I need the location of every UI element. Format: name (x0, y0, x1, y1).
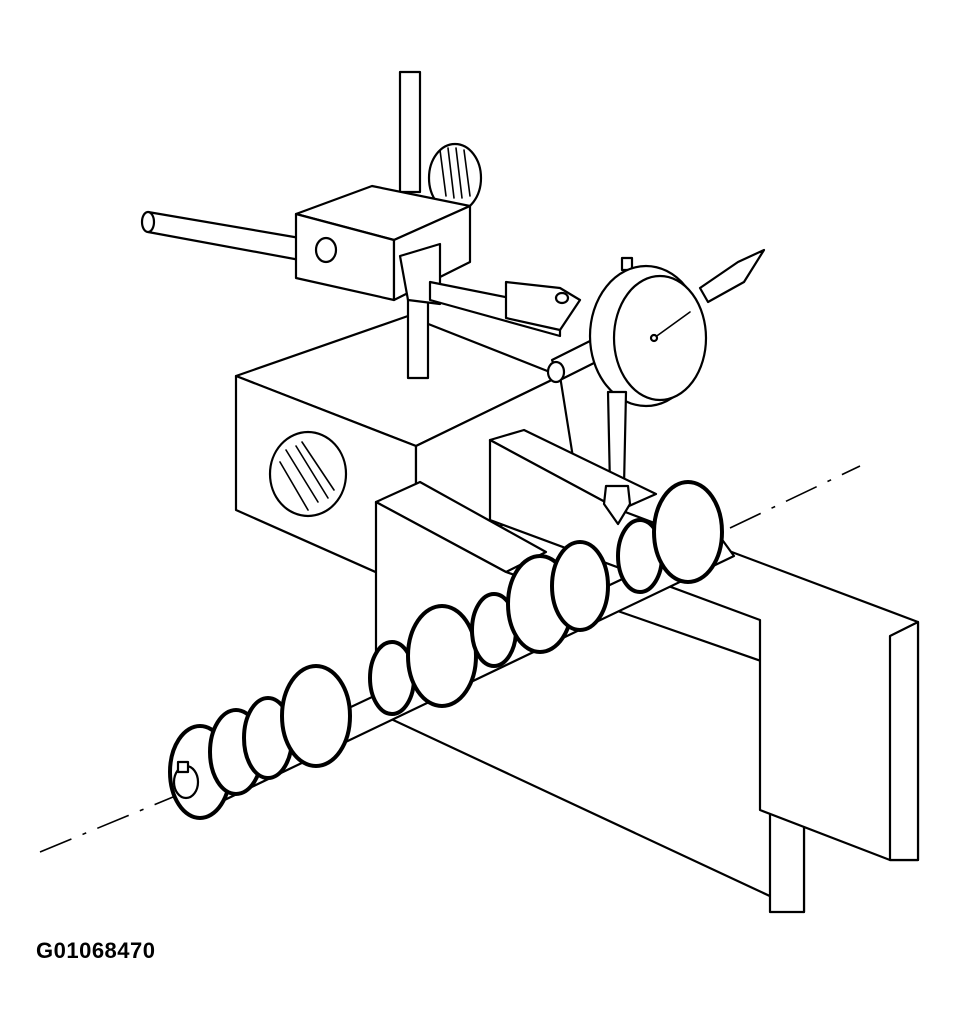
stand-rod (398, 70, 422, 194)
stylus-tip (602, 484, 632, 526)
lower-rod (406, 290, 430, 380)
camshaft (168, 480, 736, 820)
figure-code: G01068470 (36, 938, 156, 963)
camshaft-nose (172, 760, 200, 800)
camshaft-centerline (39, 465, 861, 853)
cam-lobes (168, 480, 724, 820)
clamp-block (294, 184, 472, 306)
horizontal-arm (140, 210, 302, 262)
